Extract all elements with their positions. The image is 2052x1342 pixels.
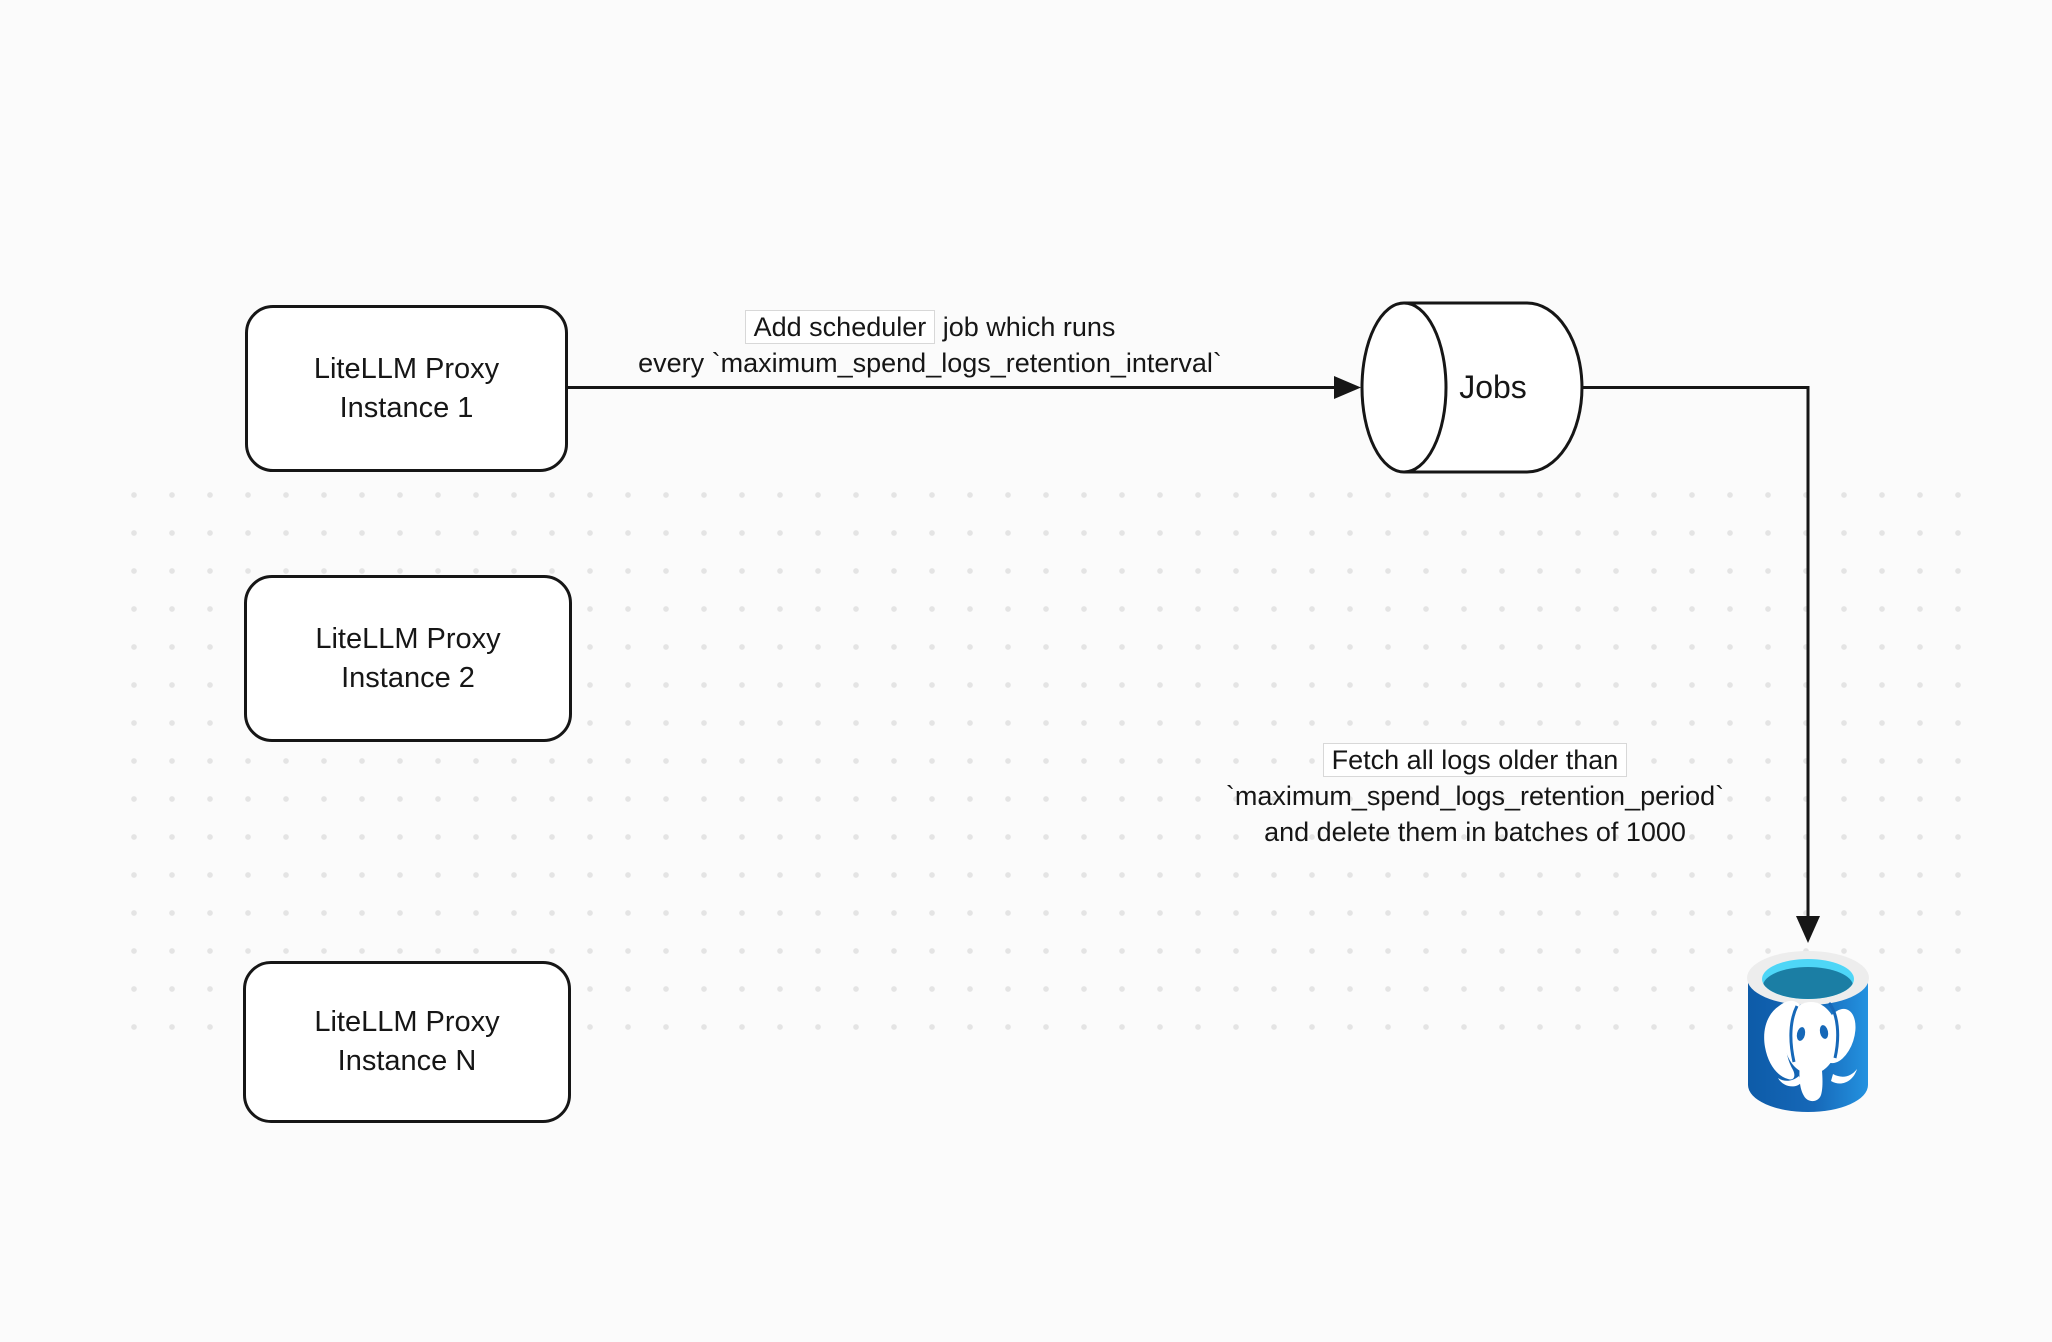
- node-litellm-proxy-instance-2: LiteLLM Proxy Instance 2: [244, 575, 572, 742]
- jobs-queue-cylinder: [1360, 301, 1584, 474]
- cylinder-cap: [1360, 301, 1448, 474]
- cylinder-body: [1404, 301, 1584, 474]
- node-label-line: Instance 1: [339, 391, 474, 424]
- elephant-glyph-icon: [1764, 1000, 1857, 1102]
- edge-label-boxed-text: Add scheduler: [744, 310, 936, 344]
- edge-label-line: and delete them in batches of 1000: [1264, 817, 1686, 847]
- edge-label-scheduler: Add scheduler job which runs every `maxi…: [530, 309, 1330, 381]
- edge-label-boxed-text: Fetch all logs older than: [1322, 743, 1628, 777]
- edge-label-line: Add scheduler job which runs: [530, 309, 1330, 345]
- edge-label-line: Fetch all logs older than: [1125, 742, 1825, 778]
- node-label-line: Instance 2: [341, 661, 475, 694]
- dot-grid-background: [115, 476, 1977, 1046]
- edge-label-text: job which runs: [935, 312, 1116, 342]
- arrow-instance1-to-jobs: [568, 376, 1361, 399]
- node-label-line: LiteLLM Proxy: [313, 352, 500, 385]
- node-litellm-proxy-instance-1: LiteLLM Proxy Instance 1: [245, 305, 568, 472]
- jobs-queue-label: Jobs: [1459, 369, 1527, 405]
- edge-label-cleanup: Fetch all logs older than `maximum_spend…: [1125, 742, 1825, 850]
- node-label-line: LiteLLM Proxy: [314, 1006, 500, 1038]
- node-litellm-proxy-instance-n: LiteLLM Proxy Instance N: [243, 961, 571, 1123]
- postgresql-database-icon: [1747, 951, 1869, 1112]
- connector-jobs-to-database: [1582, 386, 1820, 943]
- connector-path: [1582, 386, 1810, 918]
- edge-label-line: every `maximum_spend_logs_retention_inte…: [638, 348, 1222, 378]
- node-label-line: LiteLLM Proxy: [315, 622, 501, 655]
- arrowhead-right-icon: [1334, 376, 1361, 399]
- node-label-line: Instance N: [337, 1045, 477, 1077]
- arrowhead-down-icon: [1796, 916, 1820, 943]
- db-top-liquid: [1763, 967, 1853, 999]
- edge-label-line: `maximum_spend_logs_retention_period`: [1225, 781, 1725, 811]
